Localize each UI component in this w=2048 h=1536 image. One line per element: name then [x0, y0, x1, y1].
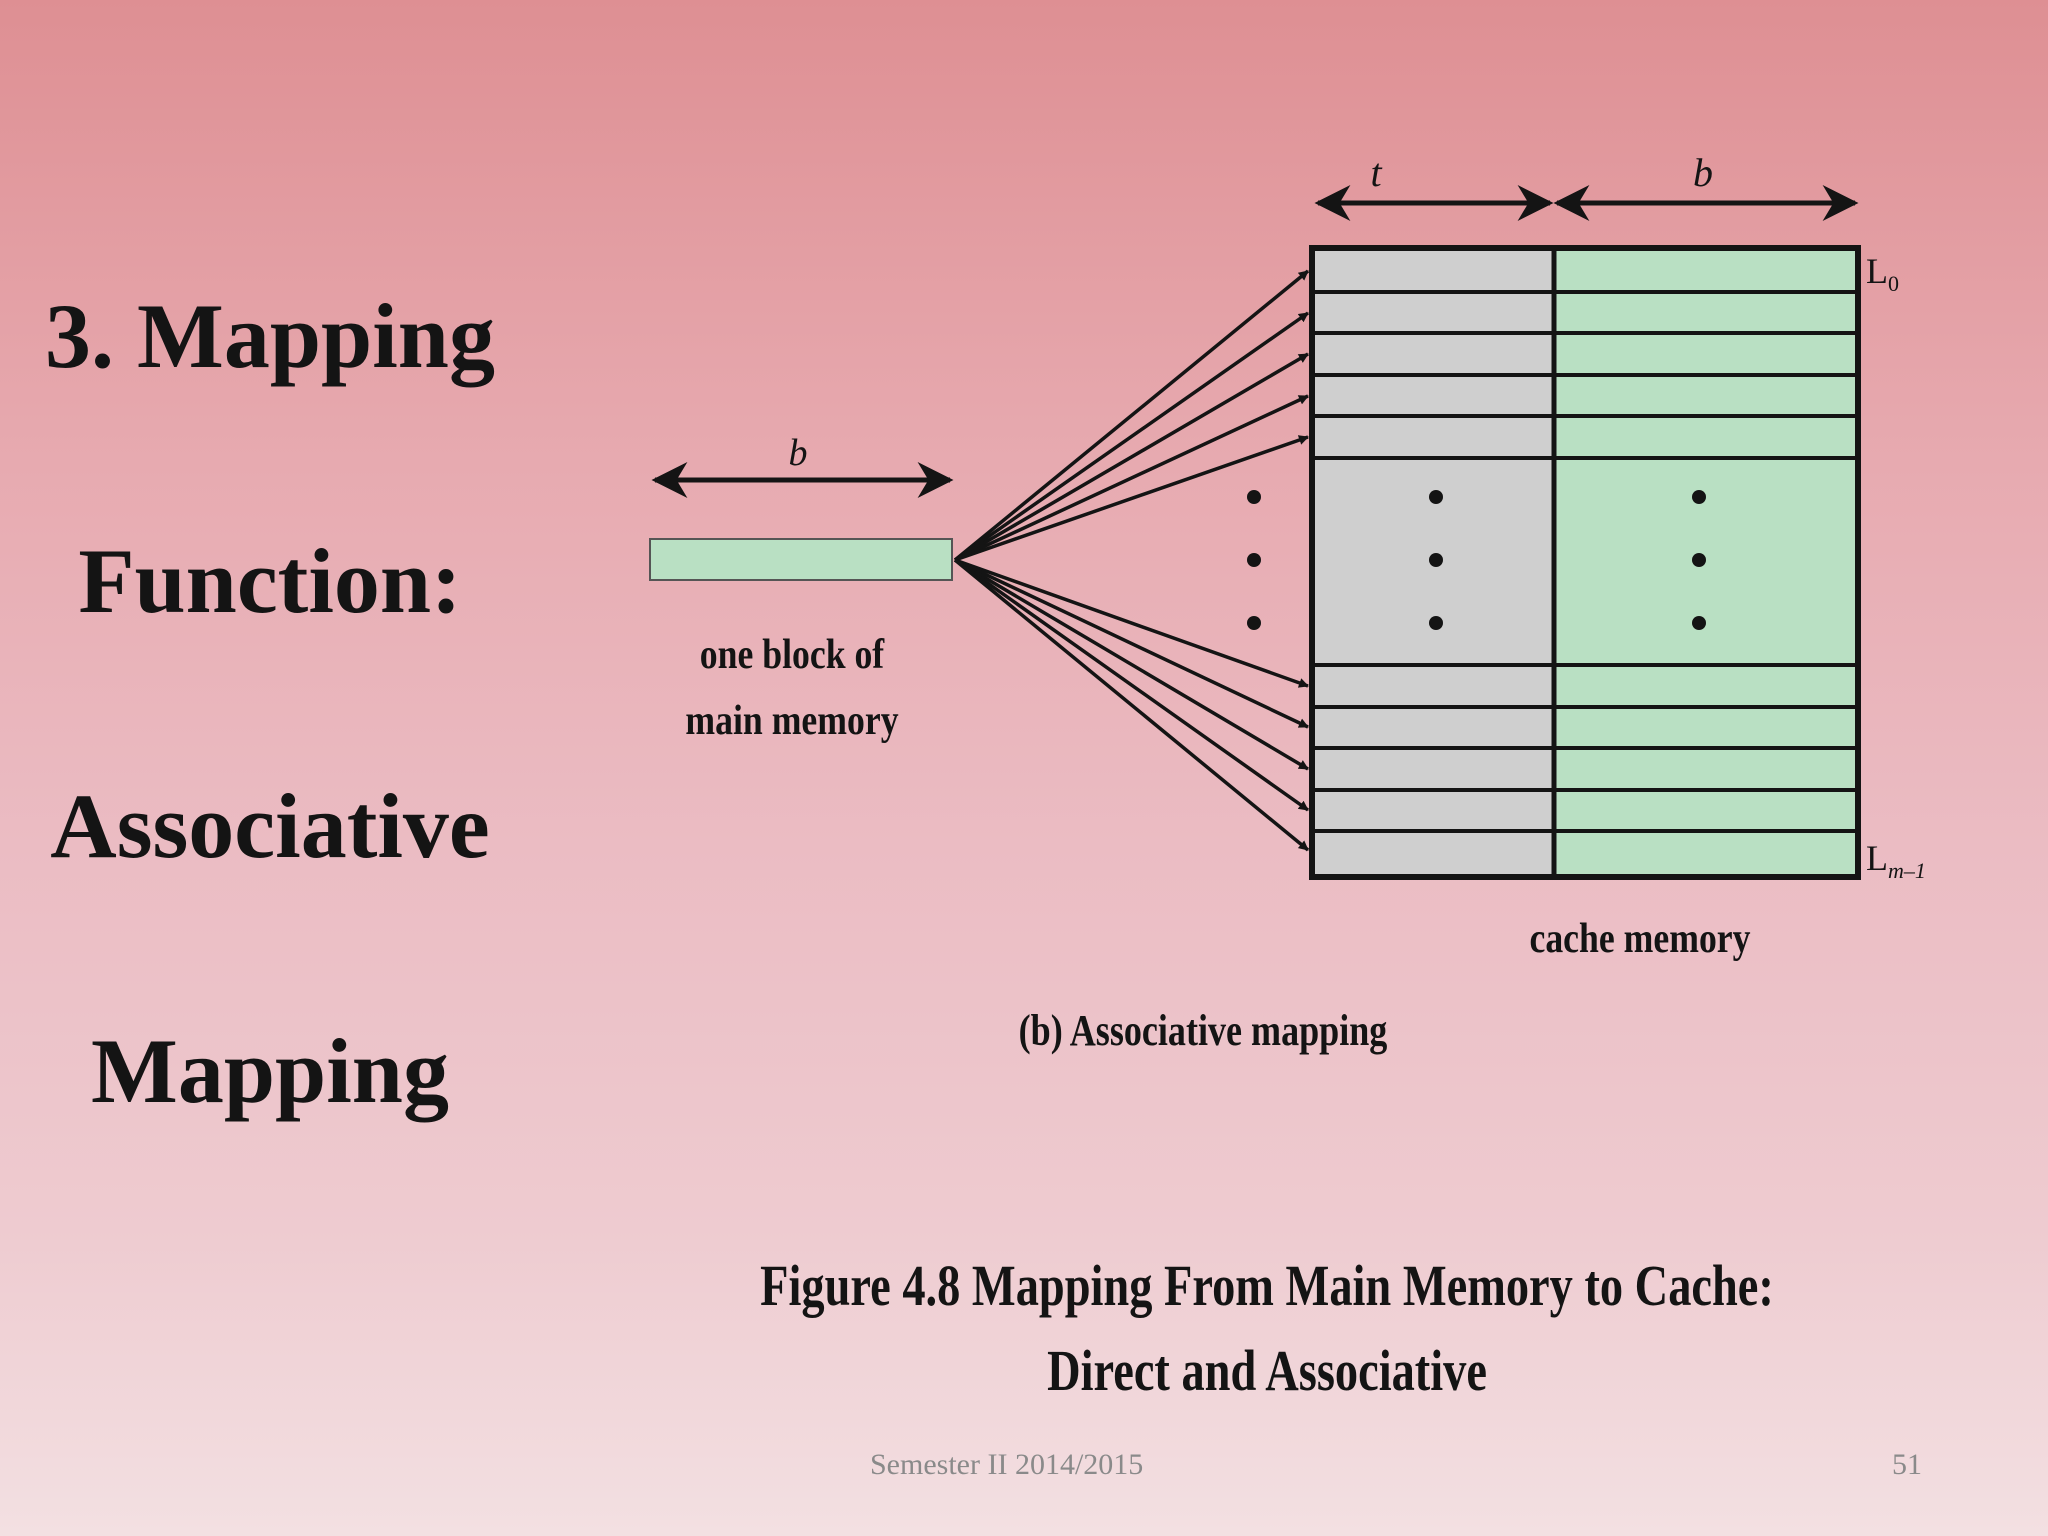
cache-data-column [1554, 250, 1858, 875]
main-memory-block [649, 538, 953, 581]
tag-width-label: t [1370, 150, 1382, 195]
figure-caption-line1: Figure 4.8 Mapping From Main Memory to C… [760, 1254, 1774, 1318]
main-block-caption-line1: one block of [700, 631, 885, 677]
cache-caption: cache memory [1530, 915, 1751, 961]
slide-title: 3. Mapping Function: Associative Mapping [0, 290, 540, 1270]
cache-grid [1309, 245, 1861, 880]
figure-caption-line2: Direct and Associative [1047, 1339, 1487, 1403]
diagram-subcaption: (b) Associative mapping [1019, 1006, 1388, 1055]
page-number: 51 [1892, 1448, 1922, 1481]
footer-text: Semester II 2014/2015 [870, 1448, 1144, 1481]
last-line-label: Lm–1 [1866, 838, 1926, 883]
title-line-2: Function: [78, 530, 462, 632]
title-line-4: Mapping [91, 1020, 449, 1122]
first-line-subscript: 0 [1888, 271, 1899, 296]
ellipsis-dots [1247, 490, 1706, 630]
mapping-arrows [953, 269, 1310, 852]
last-line-letter: L [1866, 838, 1888, 878]
first-line-label: L0 [1866, 251, 1899, 296]
main-block-width-label: b [789, 432, 808, 474]
title-line-1: 3. Mapping [45, 285, 495, 387]
first-line-letter: L [1866, 251, 1888, 291]
main-block-caption-line2: main memory [685, 697, 899, 743]
data-width-label: b [1693, 150, 1713, 195]
last-line-subscript: m–1 [1888, 858, 1926, 883]
title-line-3: Associative [50, 775, 490, 877]
